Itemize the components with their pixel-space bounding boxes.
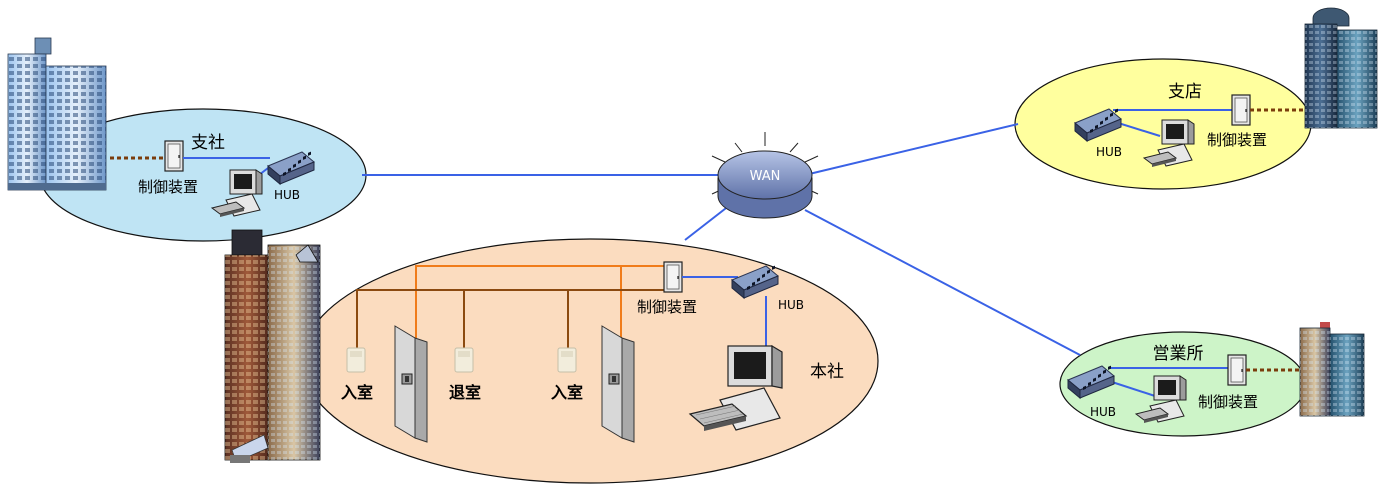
reader-label-3: 入室 [551,383,583,402]
head-office-name: 本社 [810,362,844,382]
branch-store-controller-label: 制御装置 [1207,131,1267,149]
sales-office-hub-label: HUB [1090,405,1116,419]
sales-office-building-icon [1300,322,1364,416]
reader-label-2: 退室 [449,383,481,402]
sales-office-name: 営業所 [1153,344,1204,364]
entry-reader-1-icon [347,348,365,372]
head-office-controller-label: 制御装置 [637,298,697,316]
wan-label: WAN [750,169,781,184]
head-office-hub-label: HUB [778,298,804,312]
exit-reader-icon [455,348,473,372]
head-office-area [302,239,878,483]
head-office-controller-icon [664,262,682,292]
branch-office-controller-icon [165,141,183,171]
branch-office-name: 支社 [191,133,225,153]
branch-office-hub-label: HUB [274,188,300,202]
branch-store-hub-label: HUB [1096,145,1122,159]
branch-store-name: 支店 [1168,82,1202,102]
door-2-icon [602,326,634,442]
sales-office-controller-label: 制御装置 [1198,393,1258,411]
branch-store-building-icon [1305,8,1377,128]
sales-office-controller-icon [1228,355,1246,385]
wan-router: WAN [712,132,818,218]
reader-label-1: 入室 [341,383,373,402]
branch-office-controller-label: 制御装置 [138,178,198,196]
branch-office-building-icon [8,38,106,190]
entry-reader-2-icon [558,348,576,372]
head-office-building-icon [225,230,320,463]
branch-store-controller-icon [1232,95,1250,125]
door-1-icon [395,326,427,442]
